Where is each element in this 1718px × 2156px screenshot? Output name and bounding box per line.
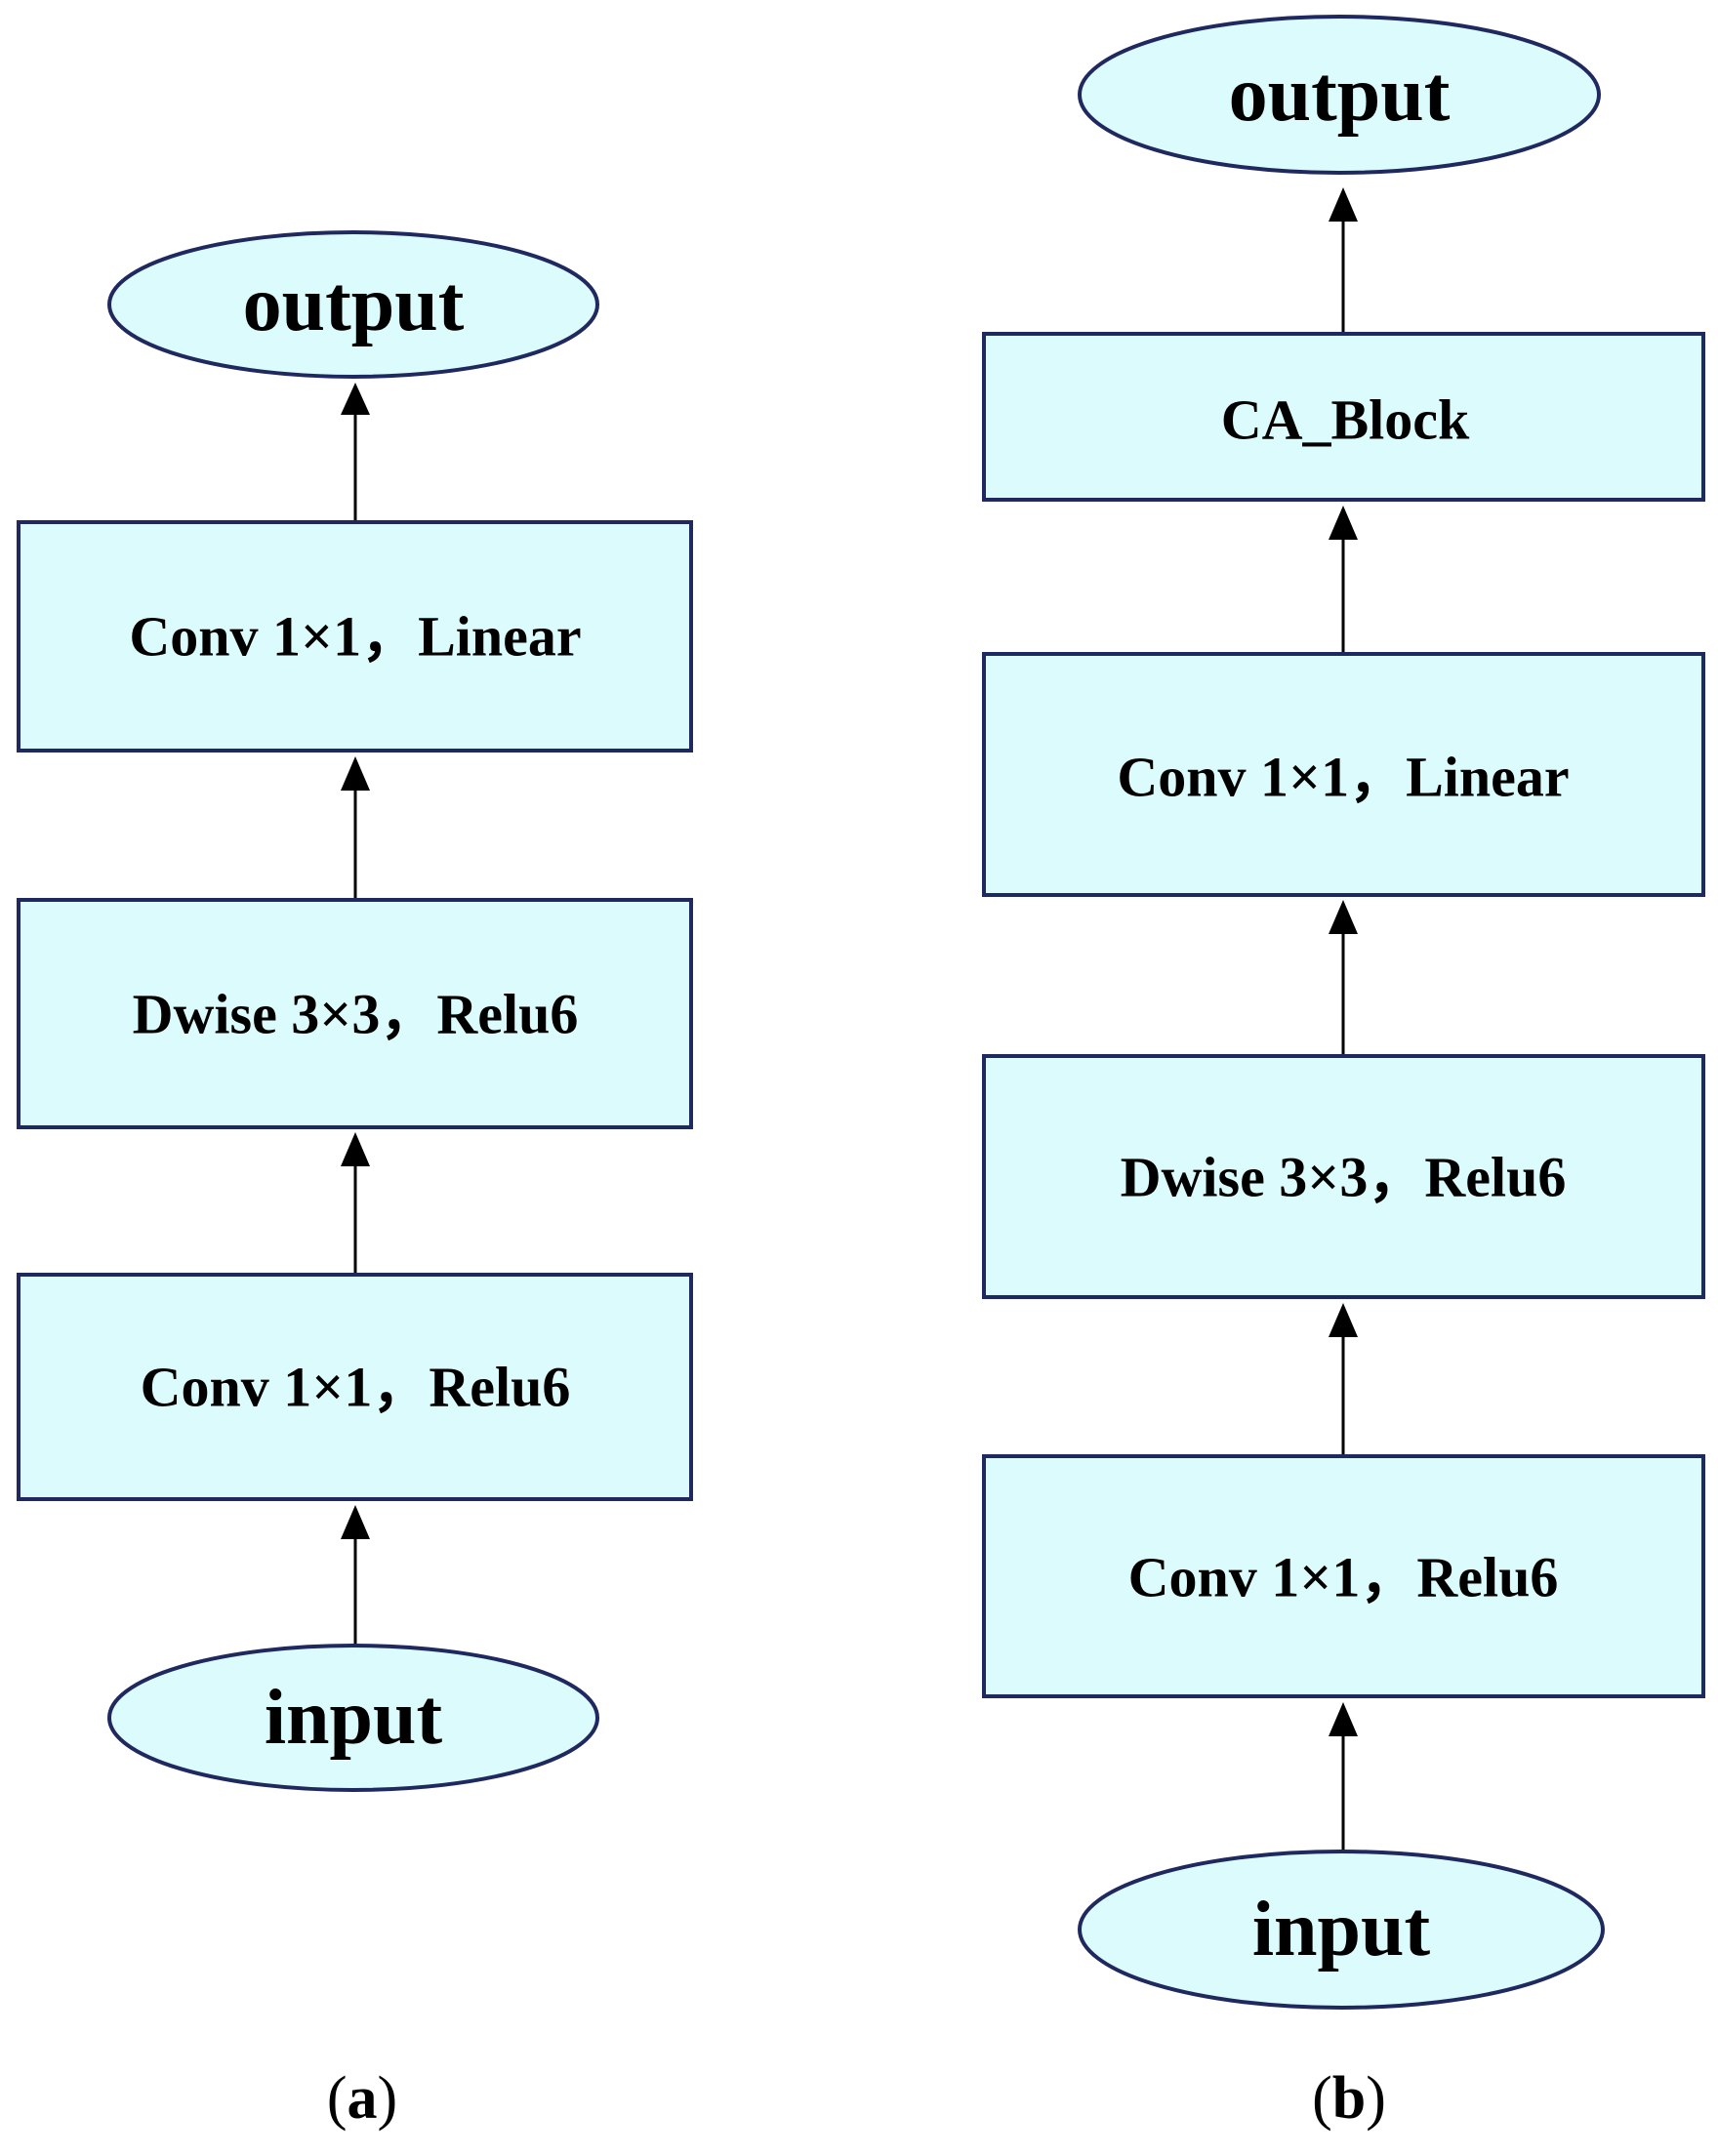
panel-b-dwise-label: Dwise 3×3，Relu6 — [1121, 1146, 1567, 1209]
panel-a-dwise-node — [17, 898, 693, 1129]
panel-a-dwise-label: Dwise 3×3，Relu6 — [133, 983, 579, 1046]
panel-a-input-label: input — [265, 1675, 443, 1761]
panel-b-arrowhead-conv-linear — [1329, 900, 1358, 934]
panel-b: output CA_Block Conv 1×1，Linear Dwise 3×… — [982, 15, 1705, 2132]
panel-a-arrowhead-dwise — [341, 1132, 370, 1166]
panel-a-caption-letter: a — [348, 2065, 378, 2132]
panel-a-arrowhead-conv-relu — [341, 1505, 370, 1539]
panel-a-arrowhead-conv-linear — [341, 756, 370, 791]
panel-a-conv-linear-node — [17, 520, 693, 753]
panel-b-caption-letter: b — [1332, 2065, 1366, 2132]
panel-b-conv-linear-node — [982, 652, 1705, 897]
panel-a-caption-close: ) — [378, 2065, 398, 2132]
panel-a-conv-relu-label: Conv 1×1，Relu6 — [141, 1356, 571, 1419]
panel-a-input-node — [107, 1644, 599, 1792]
panel-b-conv-relu-node — [982, 1454, 1705, 1698]
panel-b-dwise-node — [982, 1054, 1705, 1299]
panel-a-conv-linear-label: Conv 1×1，Linear — [129, 605, 581, 669]
panel-b-output-label: output — [1229, 52, 1451, 138]
panel-b-arrowhead-dwise — [1329, 1303, 1358, 1337]
panel-a-arrowhead-output — [341, 383, 370, 415]
panel-b-caption-open: ( — [1312, 2065, 1332, 2132]
panel-b-caption: (b) — [1312, 2065, 1386, 2132]
panel-b-ca-block-label: CA_Block — [1221, 388, 1470, 452]
panel-b-input-node — [1078, 1850, 1605, 2010]
panel-b-input-label: input — [1252, 1887, 1431, 1973]
panel-b-conv-relu-label: Conv 1×1，Relu6 — [1128, 1546, 1559, 1609]
panel-b-output-node — [1078, 15, 1601, 175]
panel-a: output Conv 1×1，Linear Dwise 3×3，Relu6 C… — [17, 230, 693, 2132]
panel-b-conv-linear-label: Conv 1×1，Linear — [1117, 746, 1569, 809]
panel-a-output-node — [107, 230, 599, 379]
panel-b-arrowhead-output — [1329, 187, 1358, 222]
panel-b-caption-close: ) — [1366, 2065, 1386, 2132]
panel-b-arrowhead-ca-block — [1329, 506, 1358, 540]
panel-b-ca-block-node — [982, 332, 1705, 502]
panel-a-conv-relu-node — [17, 1273, 693, 1501]
panel-b-arrowhead-conv-relu — [1329, 1702, 1358, 1736]
panel-a-caption: (a) — [327, 2065, 397, 2132]
panel-a-output-label: output — [243, 262, 465, 347]
panel-a-caption-open: ( — [327, 2065, 348, 2132]
